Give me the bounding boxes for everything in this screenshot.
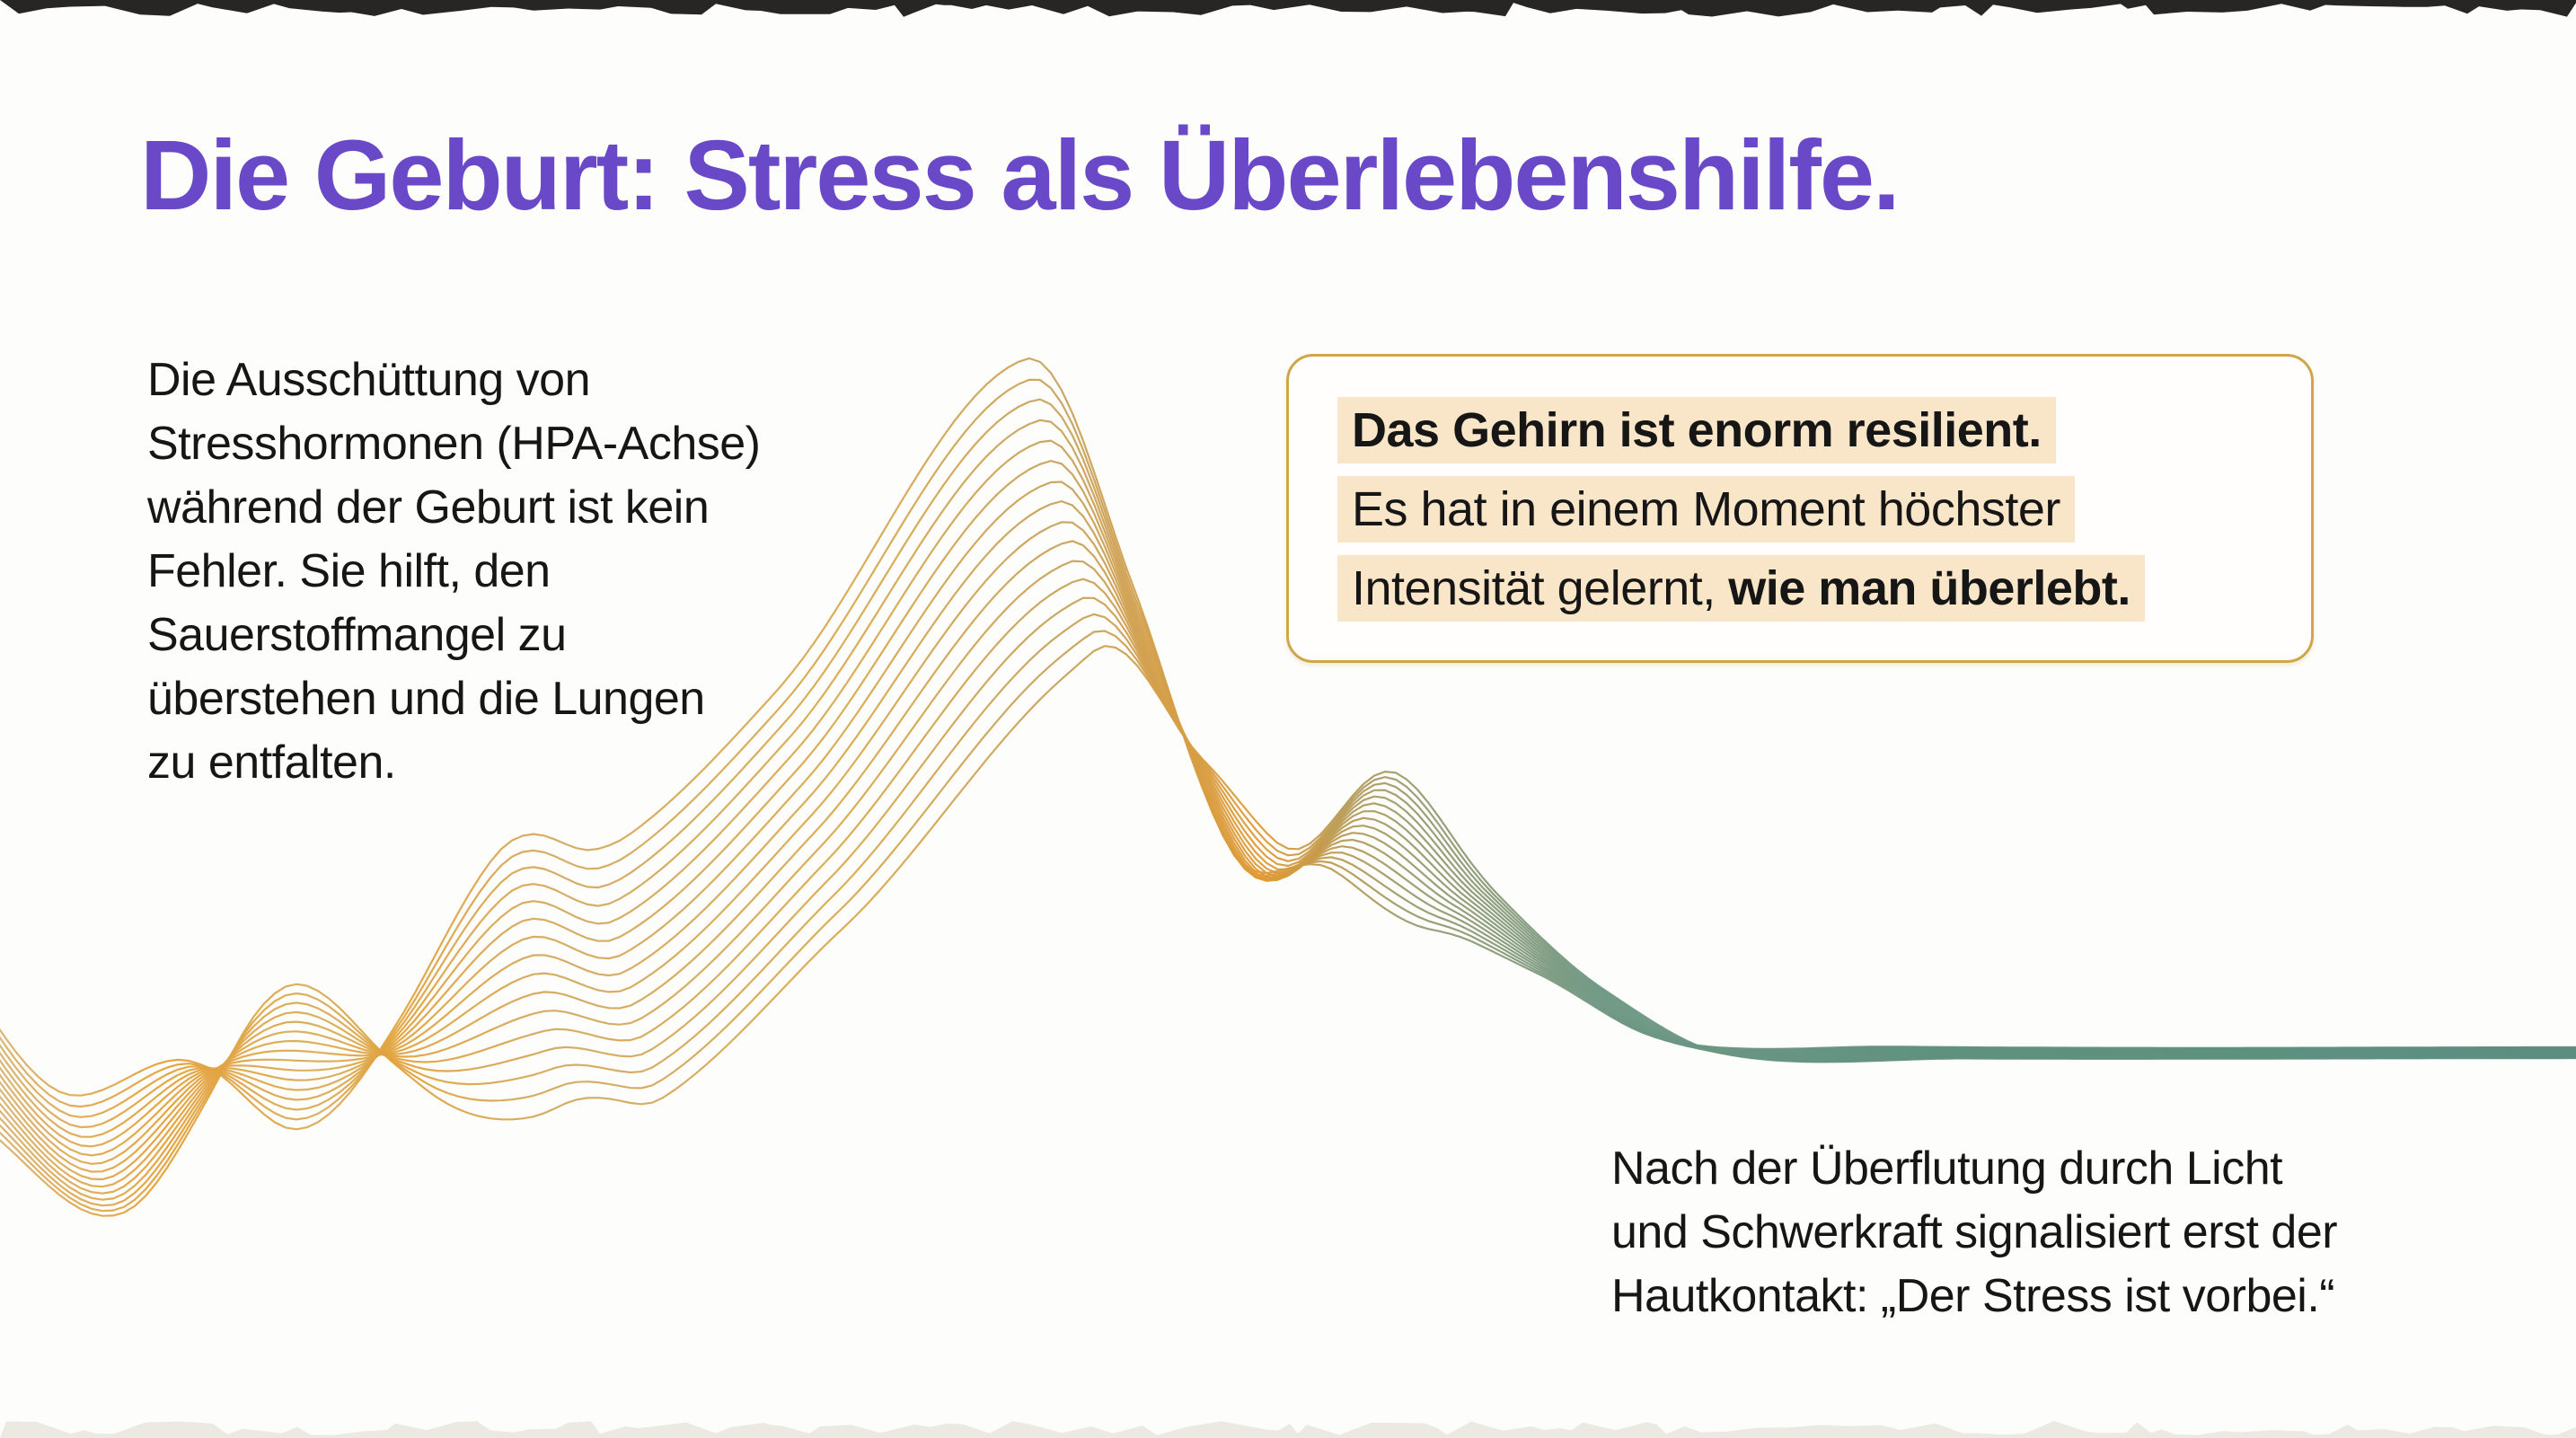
callout-line-3: Intensität gelernt, wie man überlebt. [1337,555,2311,622]
highlighted-text: Intensität gelernt, wie man überlebt. [1337,555,2145,622]
torn-paper-edge-bottom [0,1421,2576,1438]
callout-line-1: Das Gehirn ist enorm resilient. [1337,397,2311,463]
torn-paper-edge-top [0,0,2576,17]
left-paragraph: Die Ausschüttung von Stresshormonen (HPA… [147,354,761,789]
callout-line-2: Es hat in einem Moment höchster [1337,476,2311,543]
highlighted-text: Es hat in einem Moment höchster [1337,476,2075,543]
slide-title: Die Geburt: Stress als Überlebenshilfe. [140,120,1901,231]
highlighted-text: Das Gehirn ist enorm resilient. [1337,397,2056,463]
callout-box: Das Gehirn ist enorm resilient. Es hat i… [1286,354,2314,663]
bottom-paragraph: Nach der Überflutung durch Licht und Sch… [1611,1142,2338,1322]
